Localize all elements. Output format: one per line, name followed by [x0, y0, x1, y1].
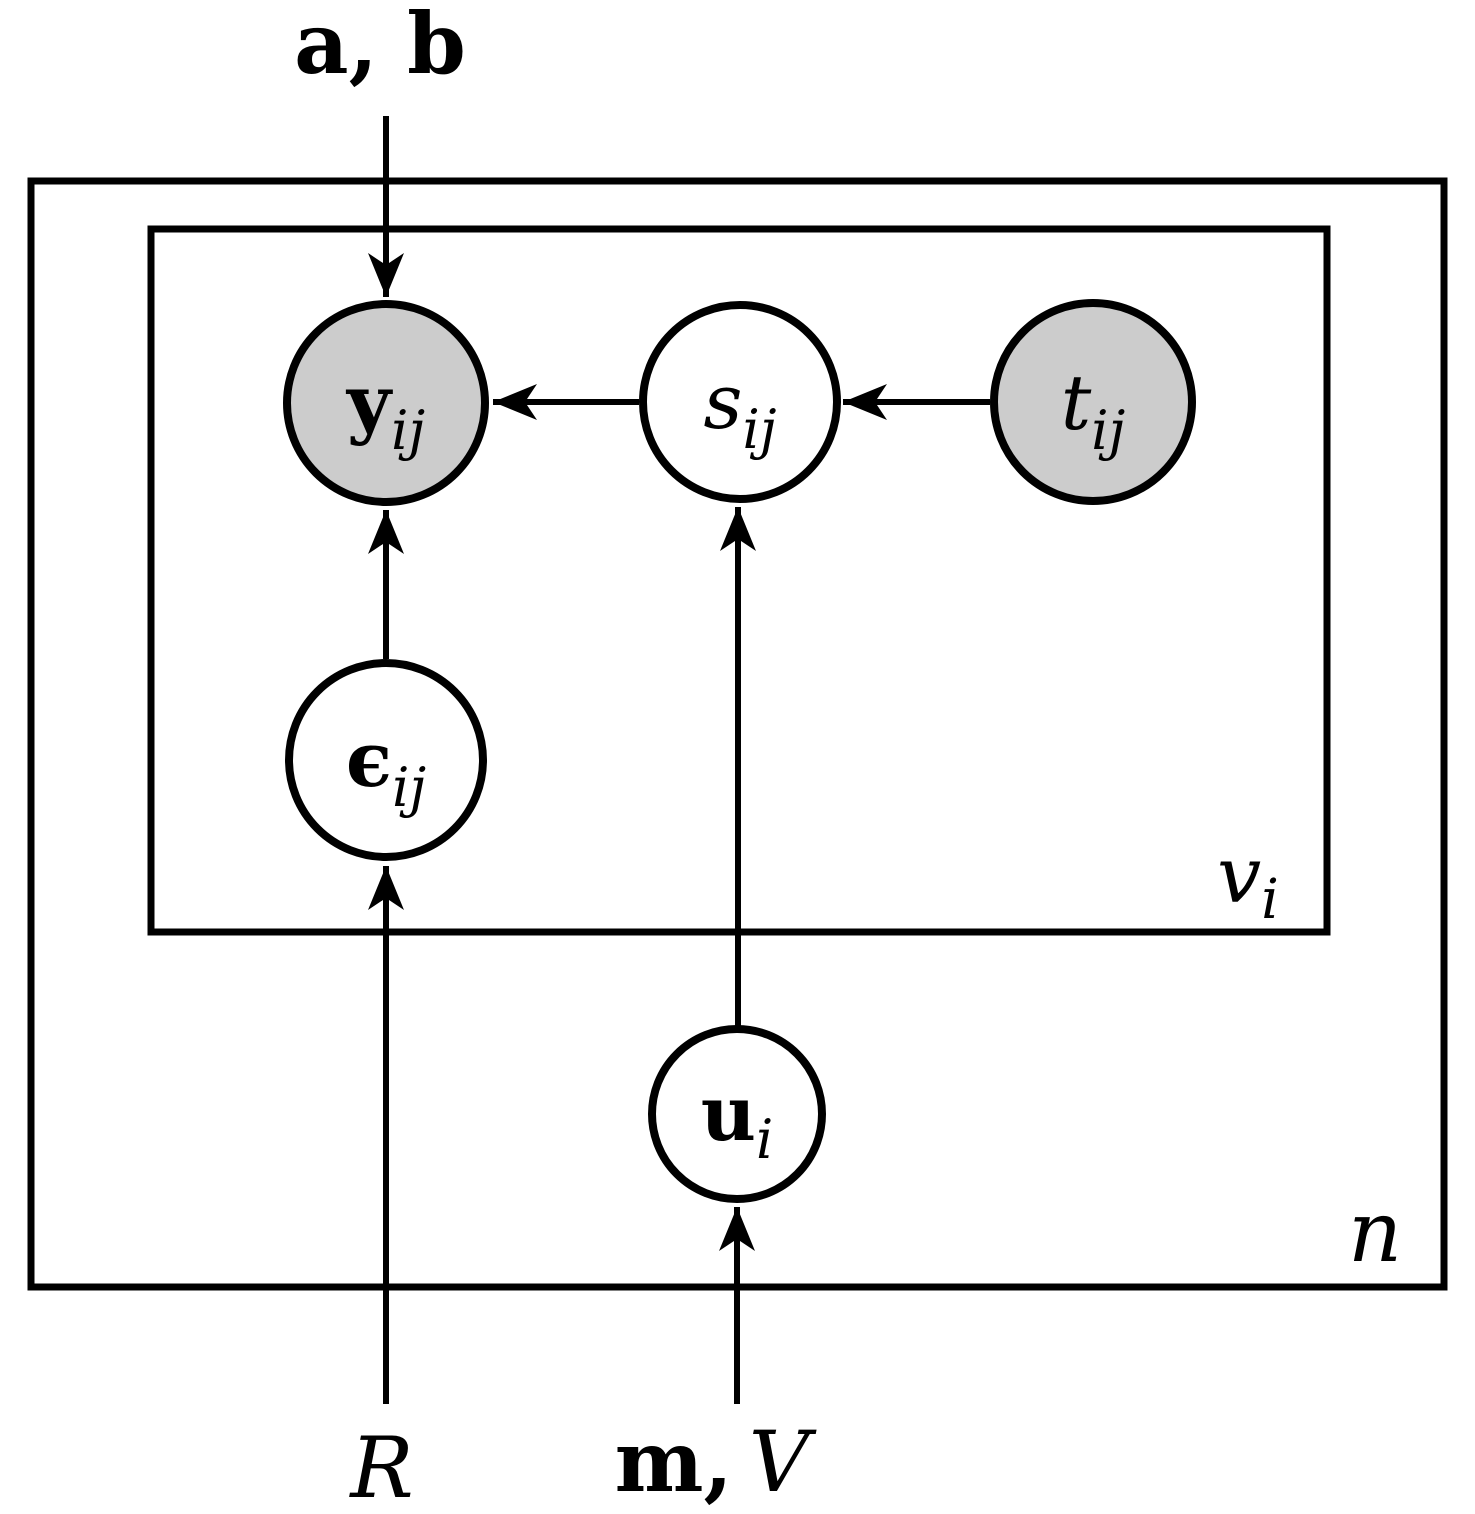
node-s-ij-circle — [639, 301, 841, 503]
node-t-ij: tij — [990, 299, 1196, 505]
plate-label-v-i: vi — [1217, 831, 1279, 931]
plate-label-n: n — [1348, 1183, 1402, 1281]
node-epsilon-ij: ϵij — [285, 659, 487, 861]
label-a-b: a, b — [294, 0, 466, 93]
node-y-ij-label: yij — [346, 358, 425, 462]
node-epsilon-ij-label: ϵij — [346, 715, 426, 819]
node-t-ij-circle — [990, 299, 1196, 505]
node-s-ij: sij — [639, 301, 841, 503]
label-R: R — [348, 1419, 413, 1514]
node-u-i-label: ui — [701, 1069, 774, 1171]
label-m-V: m,V — [615, 1412, 817, 1511]
node-y-ij: yij — [283, 300, 489, 506]
node-epsilon-ij-circle — [285, 659, 487, 861]
node-t-ij-label: tij — [1061, 358, 1126, 462]
node-y-ij-circle — [283, 300, 489, 506]
node-u-i: ui — [648, 1025, 826, 1203]
node-s-ij-label: sij — [703, 357, 776, 461]
node-u-i-circle — [648, 1025, 826, 1203]
